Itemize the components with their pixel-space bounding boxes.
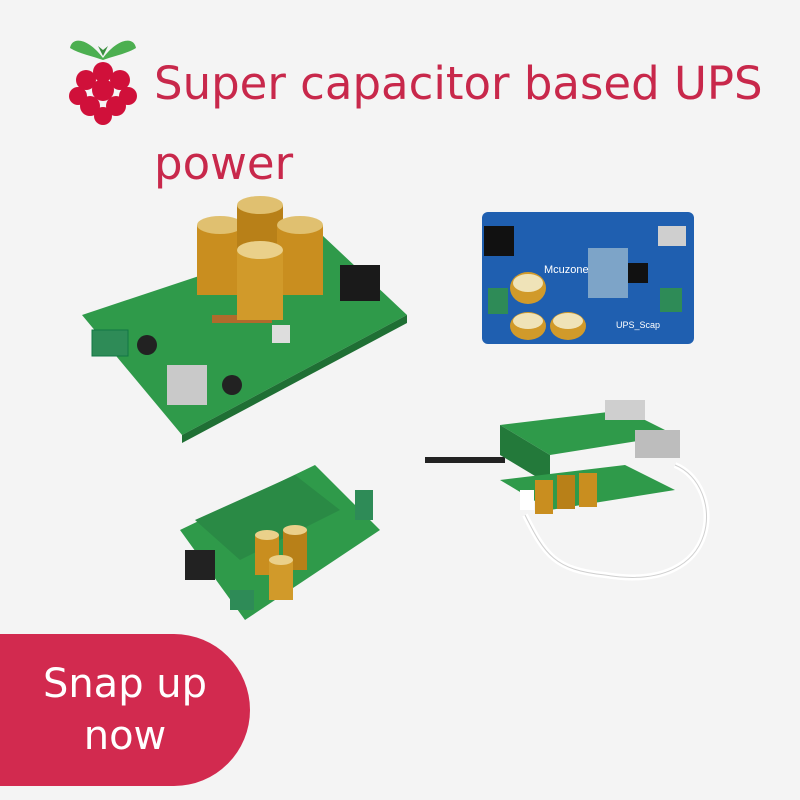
blue-board-brand-label: Mcuzone xyxy=(544,264,589,276)
blue-ups-board: Mcuzone UPS_Scap xyxy=(478,208,698,348)
raspberry-pi-4-with-ups-stack xyxy=(425,400,710,581)
raspberry-pi-logo-icon xyxy=(69,40,137,125)
snap-up-now-label: Snap up now xyxy=(42,661,208,759)
green-ups-board-pi-zero xyxy=(180,465,380,620)
headline: Super capacitor based UPS power xyxy=(154,57,763,190)
blue-board-model-label: UPS_Scap xyxy=(616,320,661,330)
green-ups-board-large xyxy=(82,196,407,443)
snap-up-now-button[interactable]: Snap up now xyxy=(0,634,250,786)
